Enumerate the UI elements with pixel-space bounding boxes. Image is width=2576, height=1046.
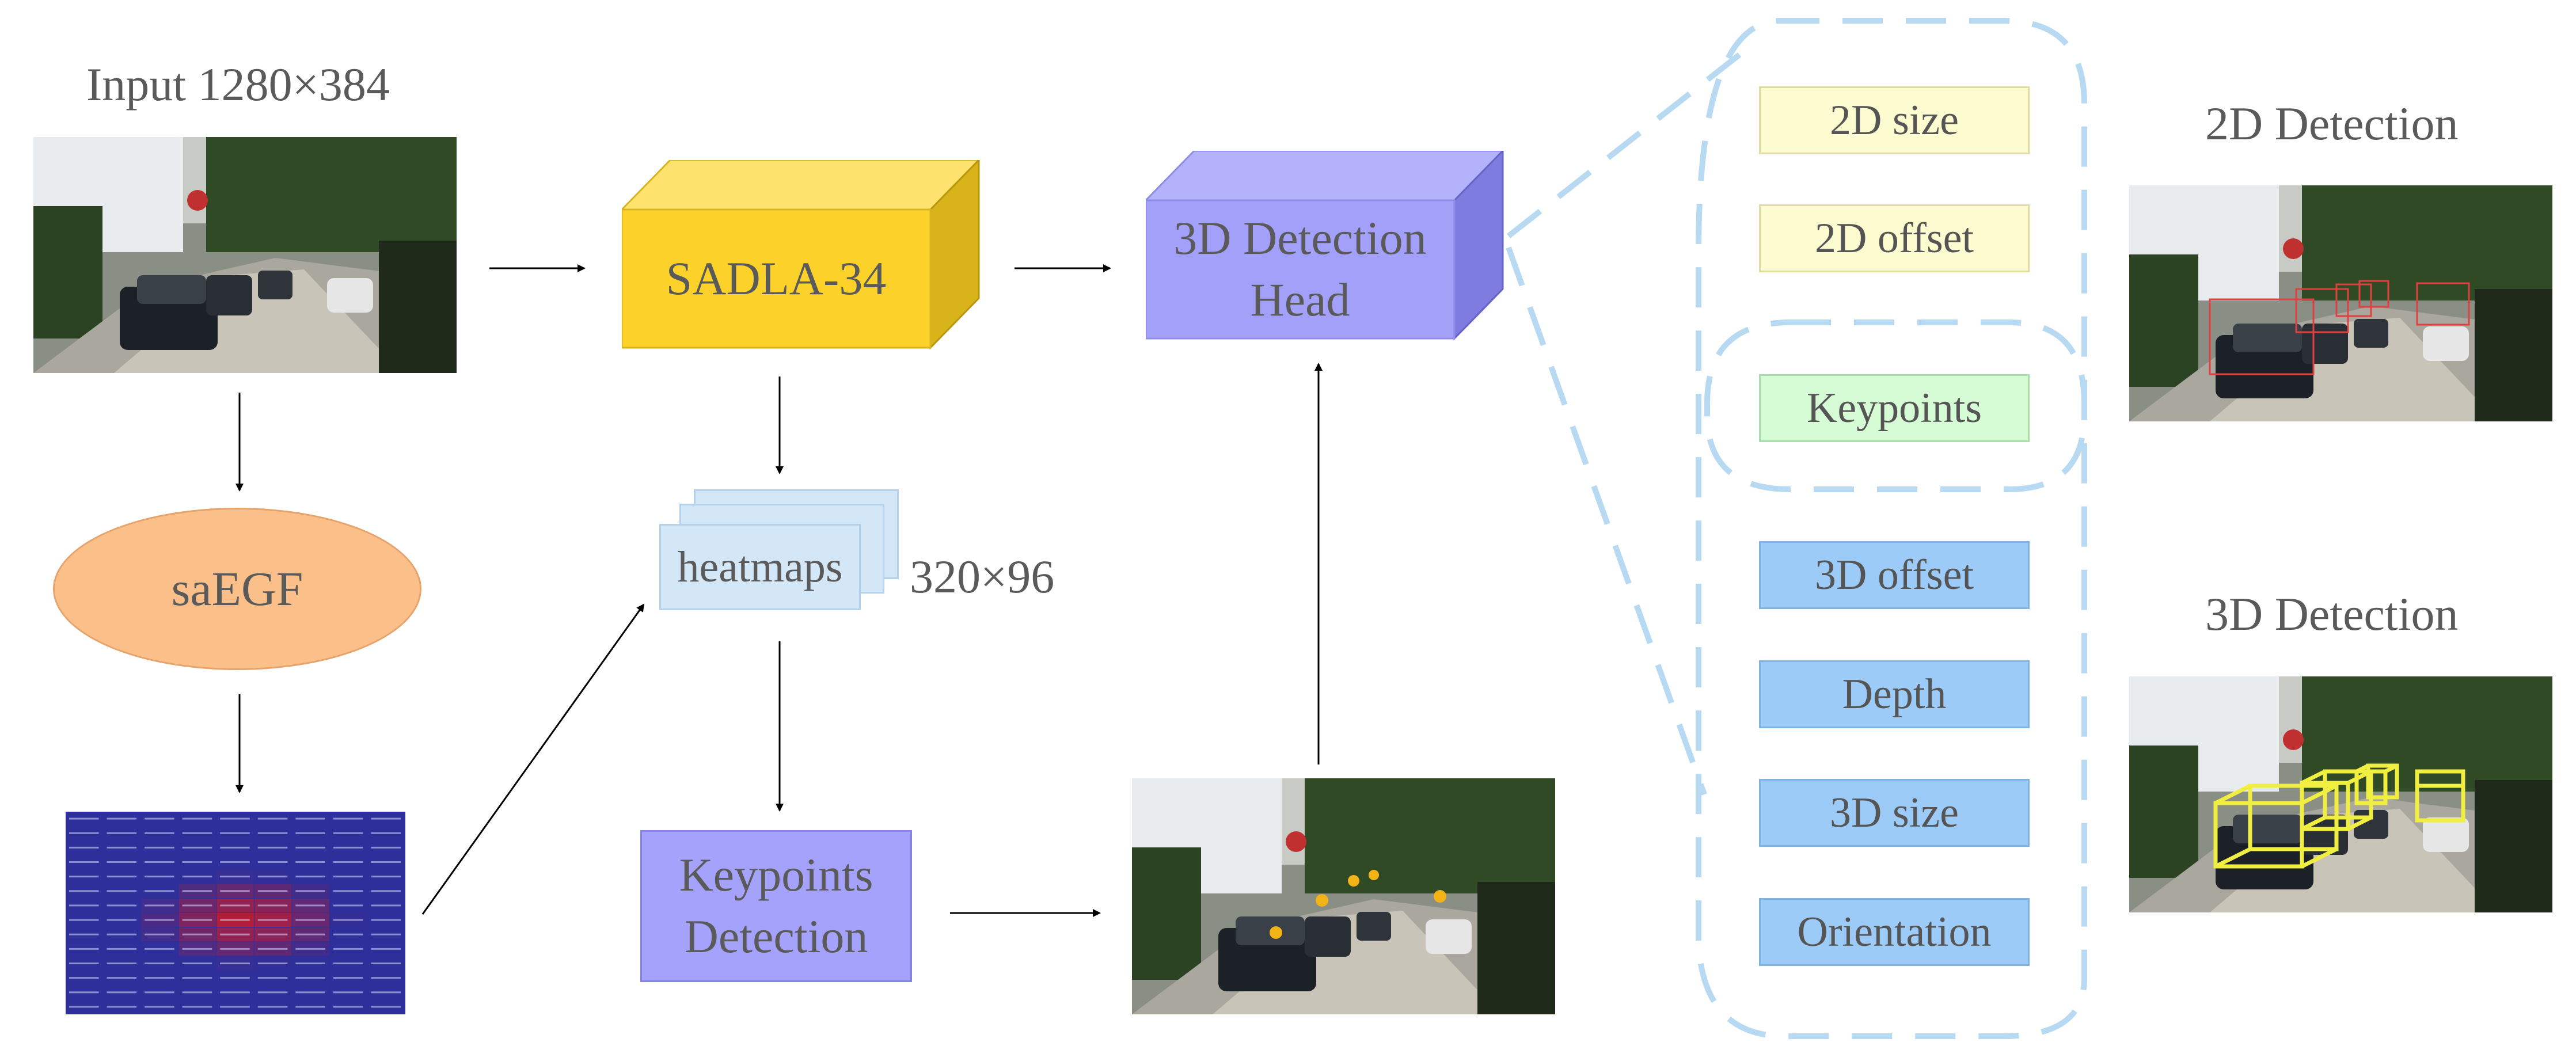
keypoints-image [1132, 778, 1555, 1014]
saegf-ellipse: saEGF [53, 508, 421, 670]
saegf-label: saEGF [171, 562, 303, 616]
keypoint-dot [1434, 890, 1446, 903]
keypoint-dot [1316, 894, 1328, 907]
sadla34-label: SADLA-34 [666, 252, 887, 305]
keypoint-dot [1348, 875, 1359, 887]
sadla34-block [622, 160, 981, 350]
head-output-depth: Depth [1759, 660, 2030, 728]
box-3d [2354, 763, 2399, 805]
head-output-orientation: Orientation [1759, 898, 2030, 966]
head-output-2d-size: 2D size [1759, 86, 2030, 154]
keypoints-detection-line1: Keypoints [679, 849, 873, 902]
head-output-3d-size: 3D size [1759, 779, 2030, 847]
det3d-image [2129, 676, 2552, 912]
detection-head-block [1146, 151, 1504, 341]
dashed-outer-group [1696, 18, 2087, 1039]
box-2d [2416, 282, 2470, 326]
detection-head-line1: 3D Detection [1173, 212, 1427, 265]
det2d-title: 2D Detection [2205, 97, 2459, 150]
box-2d [2209, 298, 2315, 375]
keypoint-dot [1270, 926, 1282, 939]
box-2d [2335, 283, 2372, 317]
head-output-3d-offset: 3D offset [1759, 541, 2030, 609]
box-3d [2415, 769, 2465, 823]
keypoint-dot [1369, 870, 1379, 880]
detection-head-label: 3D Detection Head [1146, 200, 1454, 338]
input-label: Input 1280×384 [86, 58, 390, 111]
dashed-connector-bottom [1506, 246, 1707, 796]
head-output-keypoints: Keypoints [1759, 374, 2030, 442]
box-2d [2358, 280, 2389, 308]
keypoints-detection-line2: Detection [684, 910, 868, 963]
arrow-matrix-to-heatmaps [421, 603, 645, 915]
dashed-keypoints-group [1704, 319, 2087, 492]
det3d-title: 3D Detection [2205, 588, 2459, 640]
det2d-image [2129, 185, 2552, 421]
detection-head-line2: Head [1250, 273, 1350, 326]
heatmap-size-label: 320×96 [910, 550, 1055, 603]
keypoints-detection-box: Keypoints Detection [640, 830, 912, 982]
input-image [33, 137, 457, 373]
dashed-connector-top [1506, 44, 1753, 238]
feature-matrix-image [66, 812, 405, 1014]
heatmap-layer-1: heatmaps [659, 524, 861, 610]
box-2d [2295, 288, 2349, 333]
head-output-2d-offset: 2D offset [1759, 204, 2030, 272]
heatmaps-label: heatmaps [677, 542, 843, 591]
